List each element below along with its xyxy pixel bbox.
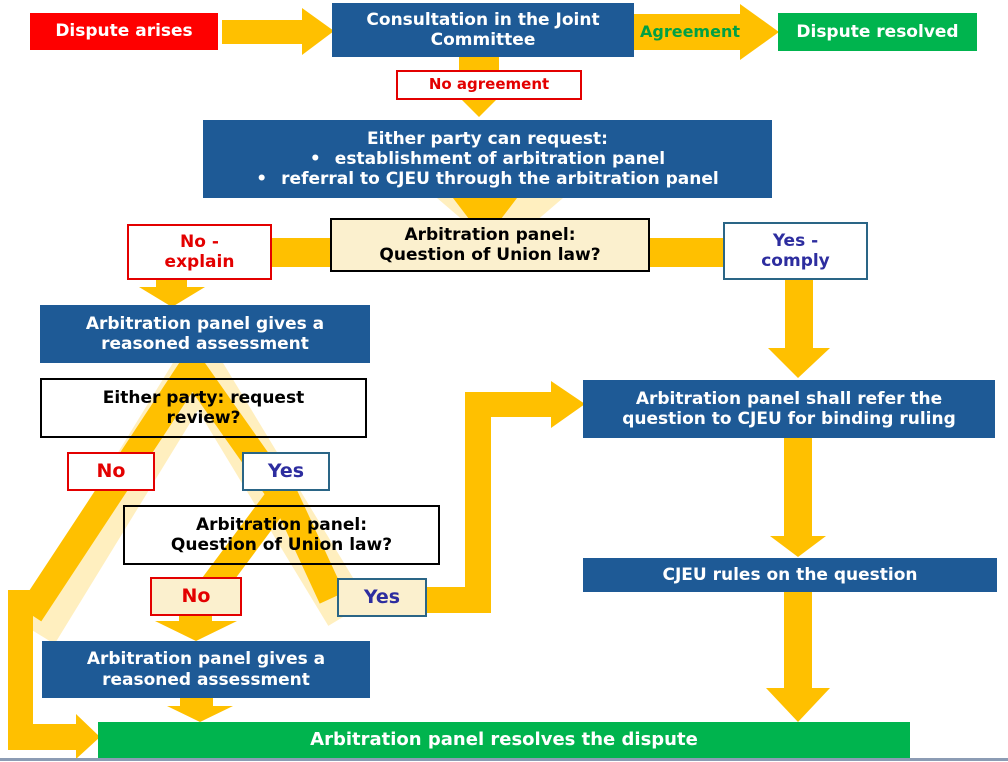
node-review-yes: Yes xyxy=(242,452,330,491)
node-union-law-no: No xyxy=(150,577,242,616)
arrow-question1-to-yes-comply xyxy=(648,238,725,267)
arrow-no1-to-resolve xyxy=(8,590,100,759)
arrow-no2-to-assessment2 xyxy=(155,614,237,641)
arrow-cjeu-rules-to-resolve xyxy=(766,592,830,722)
node-union-law-yes: Yes xyxy=(337,578,427,617)
node-dispute-resolved: Dispute resolved xyxy=(778,13,977,51)
arrow-yes1-to-yes2 xyxy=(270,486,345,604)
node-cjeu-rules: CJEU rules on the question xyxy=(583,558,997,592)
node-reasoned-assessment-1: Arbitration panel gives a reasoned asses… xyxy=(40,305,370,363)
arrow-assessment2-to-resolve xyxy=(167,698,233,722)
node-request-review: Either party: request review? xyxy=(40,378,367,438)
node-panel-resolves-dispute: Arbitration panel resolves the dispute xyxy=(98,722,910,758)
bullet-icon: • xyxy=(309,148,321,169)
node-refer-to-cjeu: Arbitration panel shall refer the questi… xyxy=(583,380,995,438)
arrow-refer-to-cjeu-rules xyxy=(770,438,826,557)
node-reasoned-assessment-2: Arbitration panel gives a reasoned asses… xyxy=(42,641,370,698)
arrow-yes2-to-refer xyxy=(425,381,585,613)
node-consultation-joint-committee: Consultation in the Joint Committee xyxy=(332,3,634,57)
arrow-no-explain-to-assessment1 xyxy=(139,280,205,307)
node-dispute-arises: Dispute arises xyxy=(30,13,218,50)
node-question-union-law-2: Arbitration panel: Question of Union law… xyxy=(123,505,440,565)
node-review-no: No xyxy=(67,452,155,491)
arrow-yes-comply-to-refer xyxy=(768,280,830,378)
node-either-party-can-request: Either party can request: •establishment… xyxy=(203,120,772,198)
arrow-dispute-to-consultation xyxy=(222,8,334,55)
node-yes-comply: Yes - comply xyxy=(723,222,868,280)
arrow-agreement xyxy=(634,4,779,60)
bullet-icon: • xyxy=(256,169,268,190)
bottom-divider-line xyxy=(0,758,1008,761)
arrow-question1-to-no-explain xyxy=(270,238,332,267)
node-question-union-law-1: Arbitration panel: Question of Union law… xyxy=(330,218,650,272)
arrow-yes1-to-no2 xyxy=(199,483,294,599)
agreement-arrow-label: Agreement xyxy=(640,22,740,41)
node-no-explain: No - explain xyxy=(127,224,272,280)
node-no-agreement: No agreement xyxy=(396,70,582,100)
